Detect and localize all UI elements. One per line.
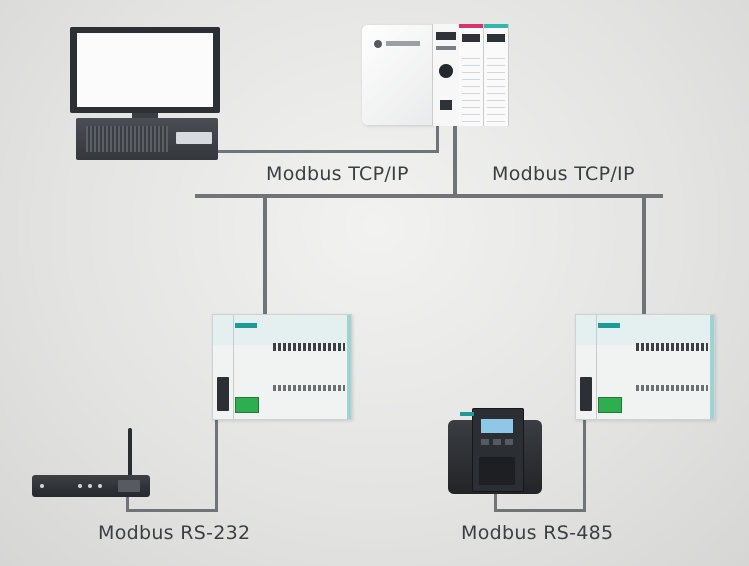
left-plc-drop xyxy=(263,196,267,314)
rs232-wire-vertical xyxy=(215,418,218,512)
right-plc-drop xyxy=(642,196,646,314)
label-rs232: Modbus RS-232 xyxy=(98,522,251,544)
label-tcp-right: Modbus TCP/IP xyxy=(492,163,635,185)
plc-controller-icon xyxy=(362,25,434,125)
rs485-wire-horizontal xyxy=(494,509,586,512)
workstation-icon xyxy=(76,118,218,160)
plc-output-module xyxy=(484,24,509,126)
rs232-wire-horizontal xyxy=(126,509,218,512)
label-tcp-left: Modbus TCP/IP xyxy=(266,163,409,185)
plc-drop xyxy=(453,126,457,196)
rs485-wire-vertical xyxy=(583,418,586,512)
plc-cpu-module xyxy=(432,24,460,126)
remote-plc-right-icon xyxy=(575,314,715,420)
drive-logo-icon xyxy=(460,412,474,416)
remote-plc-left-icon xyxy=(212,314,352,420)
rs232-wire-stub xyxy=(126,494,129,512)
pc-link-vertical xyxy=(436,123,439,153)
router-antenna xyxy=(128,428,132,478)
plc-input-module xyxy=(459,24,484,126)
monitor-stand xyxy=(132,113,158,119)
rs485-wire-stub xyxy=(494,488,497,512)
plc-logo-icon xyxy=(374,40,382,48)
vfd-drive-panel xyxy=(472,408,524,492)
bus-line xyxy=(195,194,663,198)
monitor-icon xyxy=(70,27,220,113)
pc-link-horizontal xyxy=(218,150,438,153)
label-rs485: Modbus RS-485 xyxy=(461,522,614,544)
wireless-router-icon xyxy=(32,475,150,497)
